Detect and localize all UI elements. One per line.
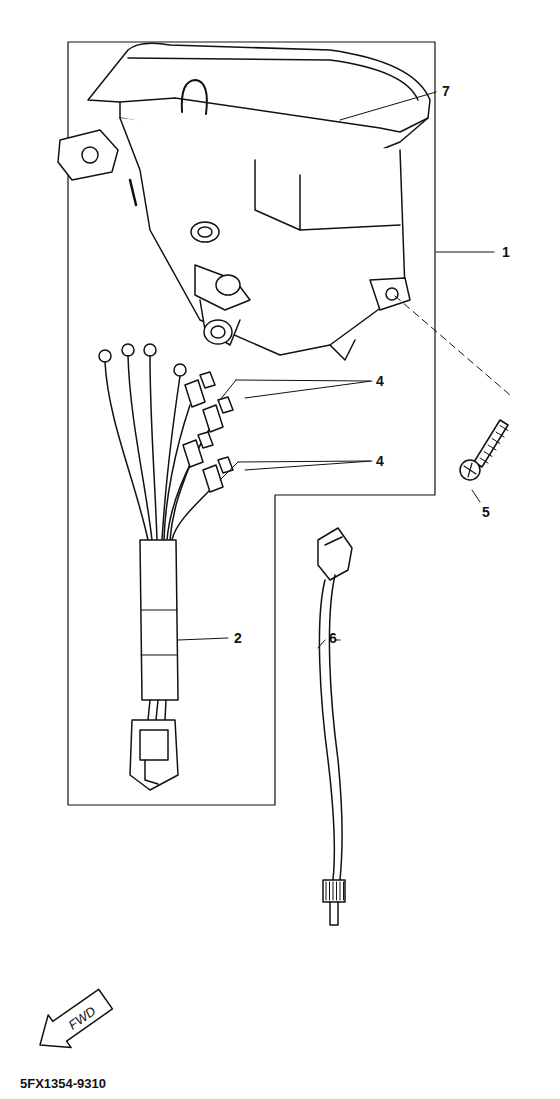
- callout-number: 4: [376, 454, 384, 468]
- leader-lines: [178, 92, 494, 648]
- screw: [460, 420, 508, 480]
- thread-stroke: [492, 439, 500, 444]
- guide-line: [395, 296, 510, 395]
- thread-stroke: [480, 458, 488, 463]
- meter-assembly: [58, 43, 430, 360]
- callout-number: 5: [482, 505, 490, 519]
- drawing-code: 5FX1354-9310: [20, 1077, 106, 1090]
- callout-number: 1: [502, 245, 510, 259]
- knurl-stroke: [336, 882, 337, 900]
- forward-arrow: [29, 983, 117, 1062]
- callout-number: 2: [234, 631, 242, 645]
- thread-stroke: [488, 445, 496, 450]
- knurl-stroke: [343, 882, 344, 900]
- wire-harness: [99, 344, 233, 790]
- callout-number: 6: [329, 631, 337, 645]
- assembly-outline: [68, 42, 435, 805]
- knurl-stroke: [333, 882, 334, 900]
- sensor-cable: [318, 528, 352, 925]
- callout-number: 4: [376, 374, 384, 388]
- thread-stroke: [496, 432, 504, 437]
- thread-stroke: [484, 452, 492, 457]
- thread-stroke: [500, 426, 508, 431]
- knurl-stroke: [329, 882, 330, 900]
- callout-number: 7: [442, 84, 450, 98]
- knurl-stroke: [340, 882, 341, 900]
- knurl-stroke: [326, 882, 327, 900]
